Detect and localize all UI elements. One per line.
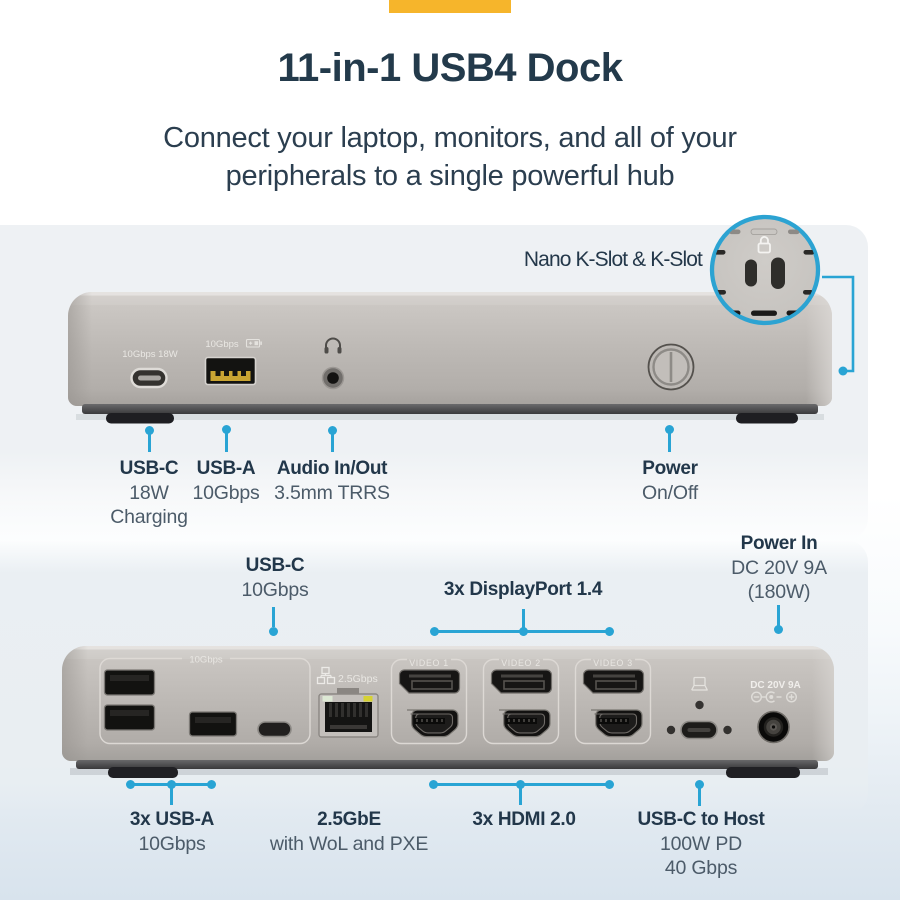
svg-text:10Gbps: 10Gbps — [189, 655, 223, 666]
svg-text:2.5Gbps: 2.5Gbps — [338, 673, 378, 685]
svg-text:10Gbps: 10Gbps — [205, 339, 239, 350]
svg-text:10Gbps 18W: 10Gbps 18W — [122, 349, 177, 360]
svg-text:VIDEO 1: VIDEO 1 — [409, 658, 449, 668]
svg-text:VIDEO 3: VIDEO 3 — [593, 658, 633, 668]
svg-text:DC 20V 9A: DC 20V 9A — [750, 680, 801, 691]
svg-text:VIDEO 2: VIDEO 2 — [501, 658, 541, 668]
